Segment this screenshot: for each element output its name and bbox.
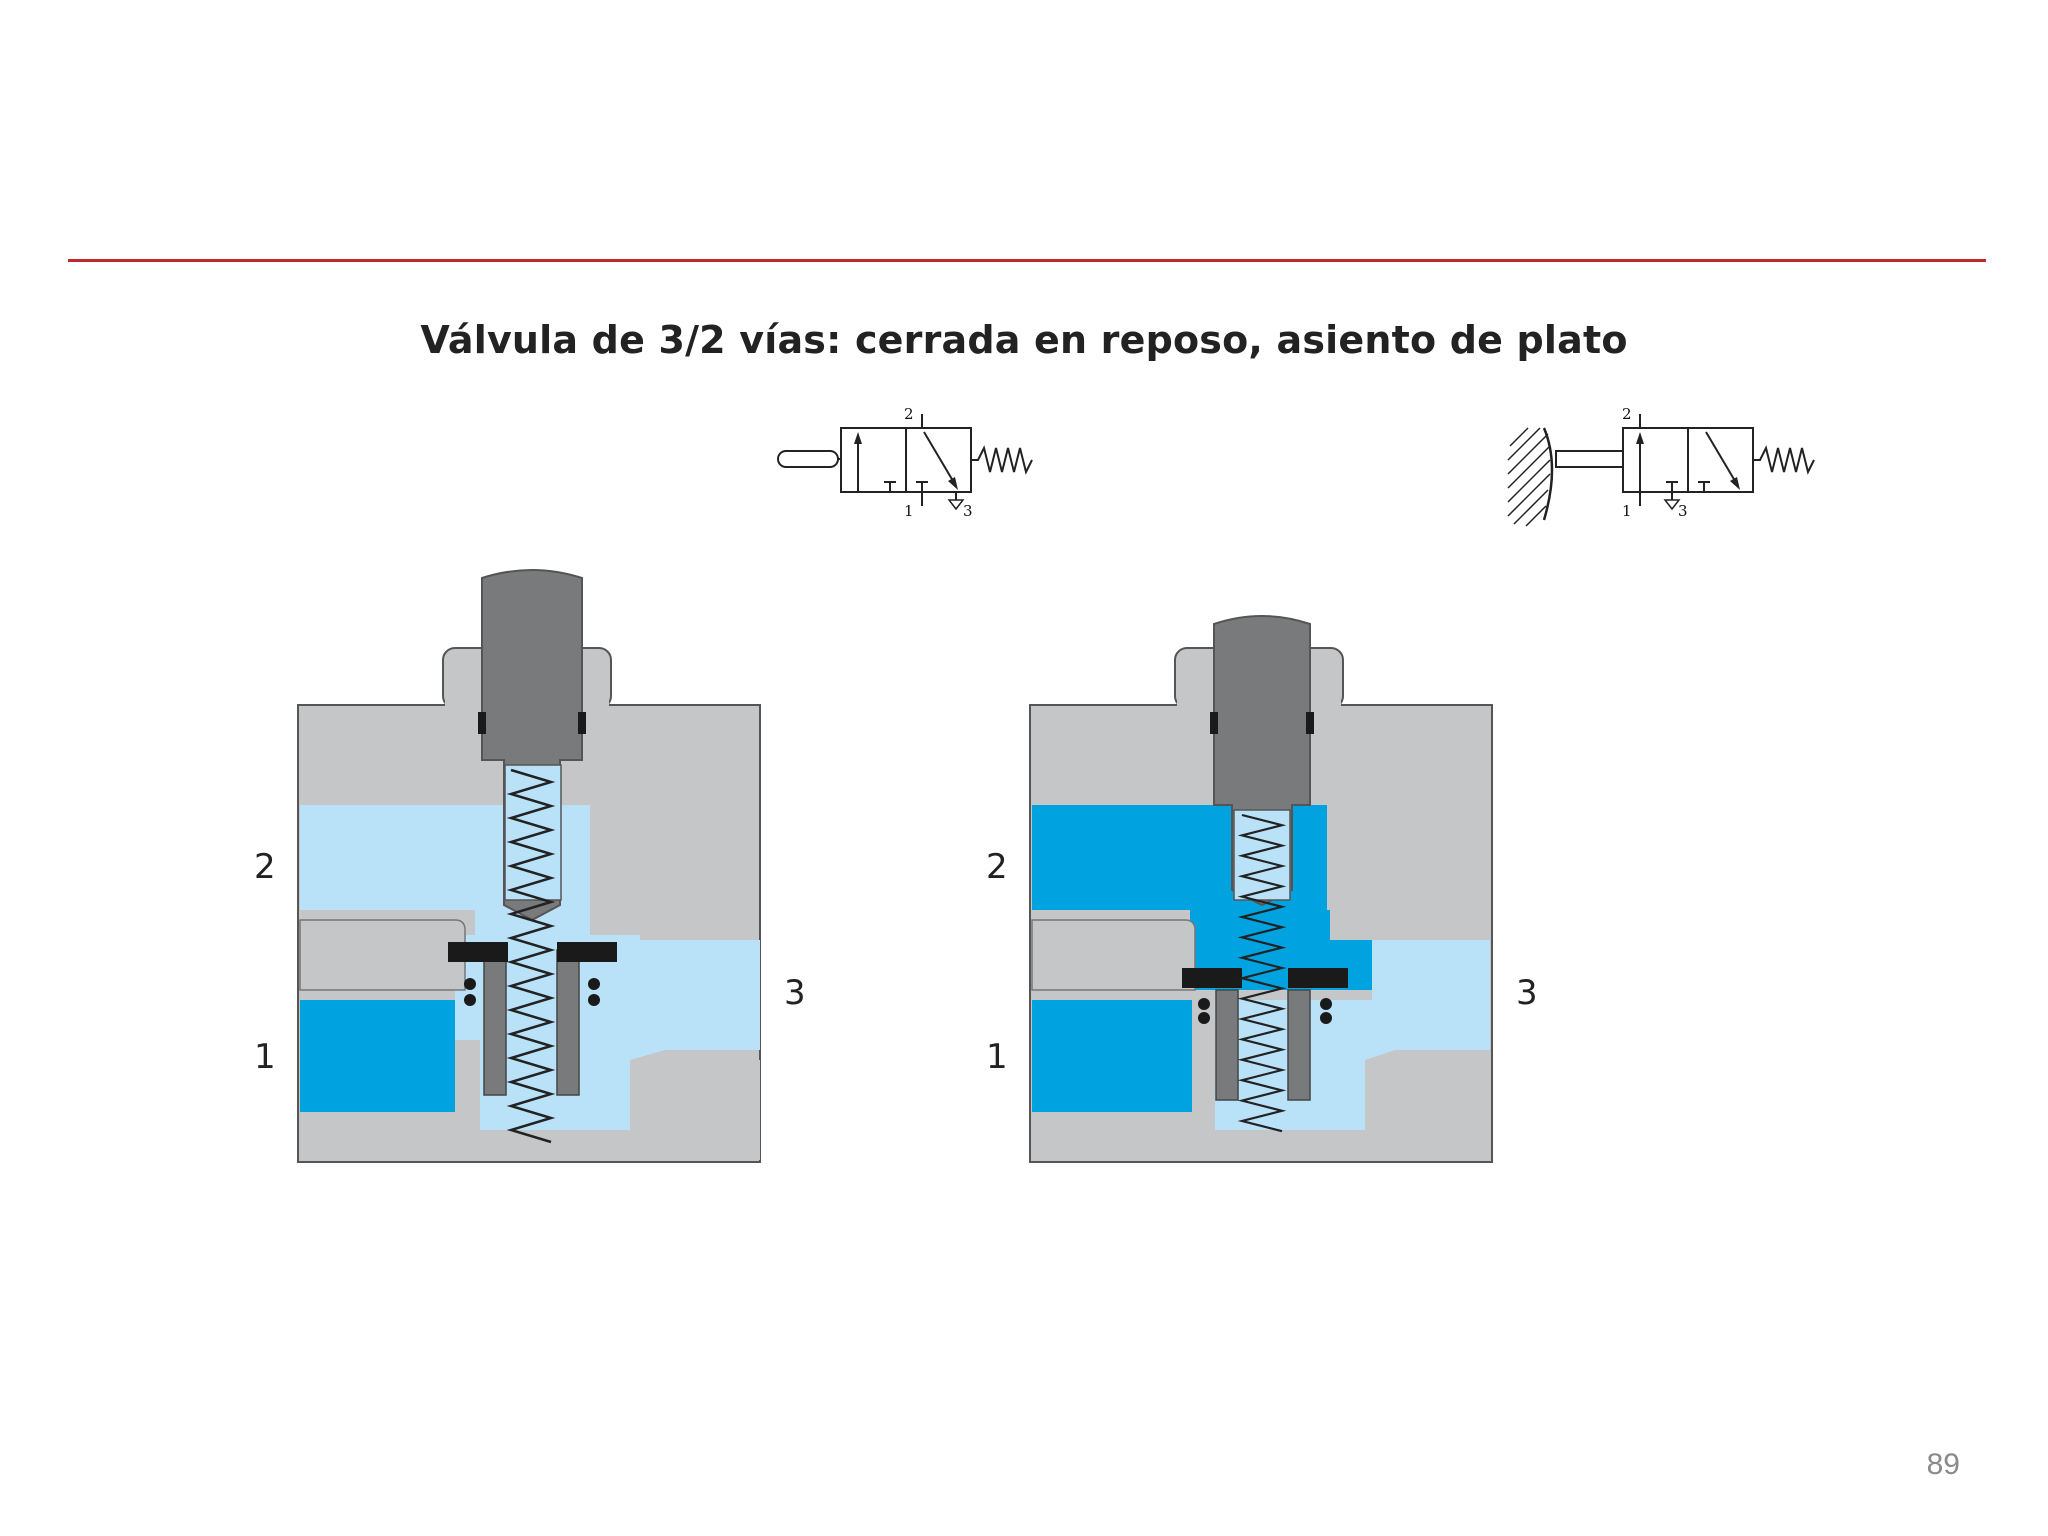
valve-right-label-1: 1 xyxy=(986,1037,1008,1077)
symbol-left-port2: 2 xyxy=(904,405,914,423)
valve-right-port1-channel xyxy=(1032,1000,1192,1112)
header-rule xyxy=(68,259,1986,262)
valve-right: 2 1 3 xyxy=(986,615,1538,1163)
symbol-right-wall xyxy=(1507,427,1554,527)
valve-left-stem-l xyxy=(483,949,507,1096)
symbol-left-plunger xyxy=(777,450,839,468)
valve-right-seal-l xyxy=(1182,968,1242,988)
valve-right-stem-l xyxy=(1215,989,1239,1101)
symbol-right-port3: 3 xyxy=(1678,502,1688,520)
valve-left: 2 1 3 xyxy=(254,569,806,1163)
valve-left-seal-l xyxy=(448,942,508,962)
valve-left-label-1: 1 xyxy=(254,1037,276,1077)
symbol-right-plunger xyxy=(1555,450,1624,468)
valve-right-label-3: 3 xyxy=(1516,973,1538,1013)
valve-left-label-2: 2 xyxy=(254,847,276,887)
symbol-left-box-a xyxy=(840,427,907,493)
symbol-right-port2: 2 xyxy=(1622,405,1632,423)
symbol-left-spring xyxy=(971,445,1033,475)
valve-left-seal-r xyxy=(557,942,617,962)
valve-right-label-2: 2 xyxy=(986,847,1008,887)
symbol-left-box-b xyxy=(905,427,972,493)
symbol-right-box-a xyxy=(1622,427,1689,493)
valve-right-stem-r xyxy=(1287,989,1311,1101)
valve-left-port1-channel xyxy=(300,1000,455,1112)
valve-right-seal-r xyxy=(1288,968,1348,988)
symbol-right-spring xyxy=(1753,445,1815,475)
symbol-left: 2 1 3 xyxy=(777,405,1033,520)
symbol-right-box-b xyxy=(1687,427,1754,493)
symbol-left-port3: 3 xyxy=(963,502,973,520)
valve-left-label-3: 3 xyxy=(784,973,806,1013)
valve-right-port3-channel xyxy=(1215,940,1490,1130)
symbol-right-port1: 1 xyxy=(1622,502,1632,520)
symbol-right: 2 1 3 xyxy=(1507,405,1815,527)
page-number: 89 xyxy=(1926,1448,1960,1481)
symbol-left-port1: 1 xyxy=(904,502,914,520)
valve-left-stem-r xyxy=(556,949,580,1096)
valve-left-port3-channel xyxy=(610,940,760,1050)
slide-title: Válvula de 3/2 vías: cerrada en reposo, … xyxy=(420,318,1628,362)
